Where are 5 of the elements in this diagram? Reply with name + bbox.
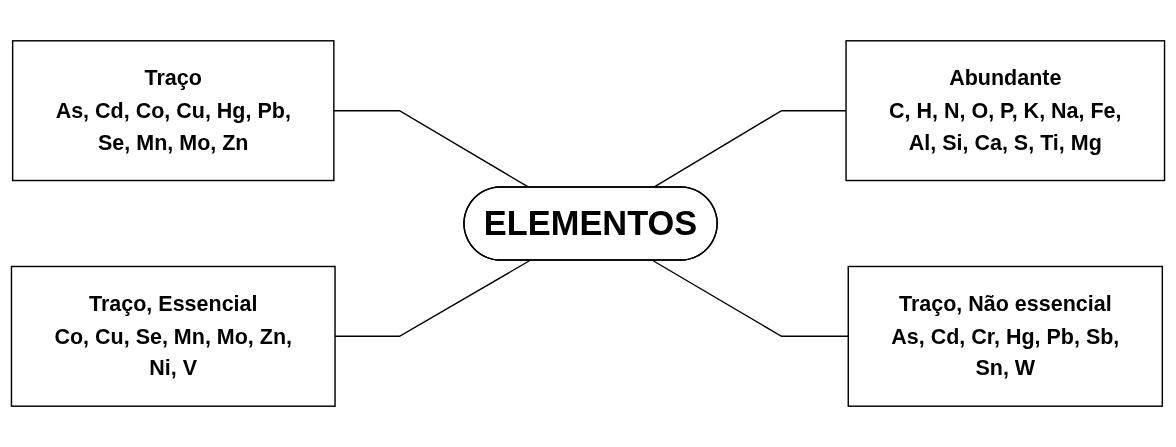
node-box: Traço, Essencial Co, Cu, Se, Mn, Mo, Zn, Ni, V [10, 265, 336, 407]
node-box: Traço As, Cd, Co, Cu, Hg, Pb, Se, Mn, Mo, Zn [11, 40, 335, 182]
connector [652, 260, 849, 338]
node-box: Traço, Não essencial As, Cd, Cr, Hg, Pb, Sb, Sn, W [847, 265, 1164, 407]
node-box: Abundante C, H, N, O, P, K, Na, Fe, Al, Si, Ca, S, Ti, Mg [845, 40, 1166, 182]
